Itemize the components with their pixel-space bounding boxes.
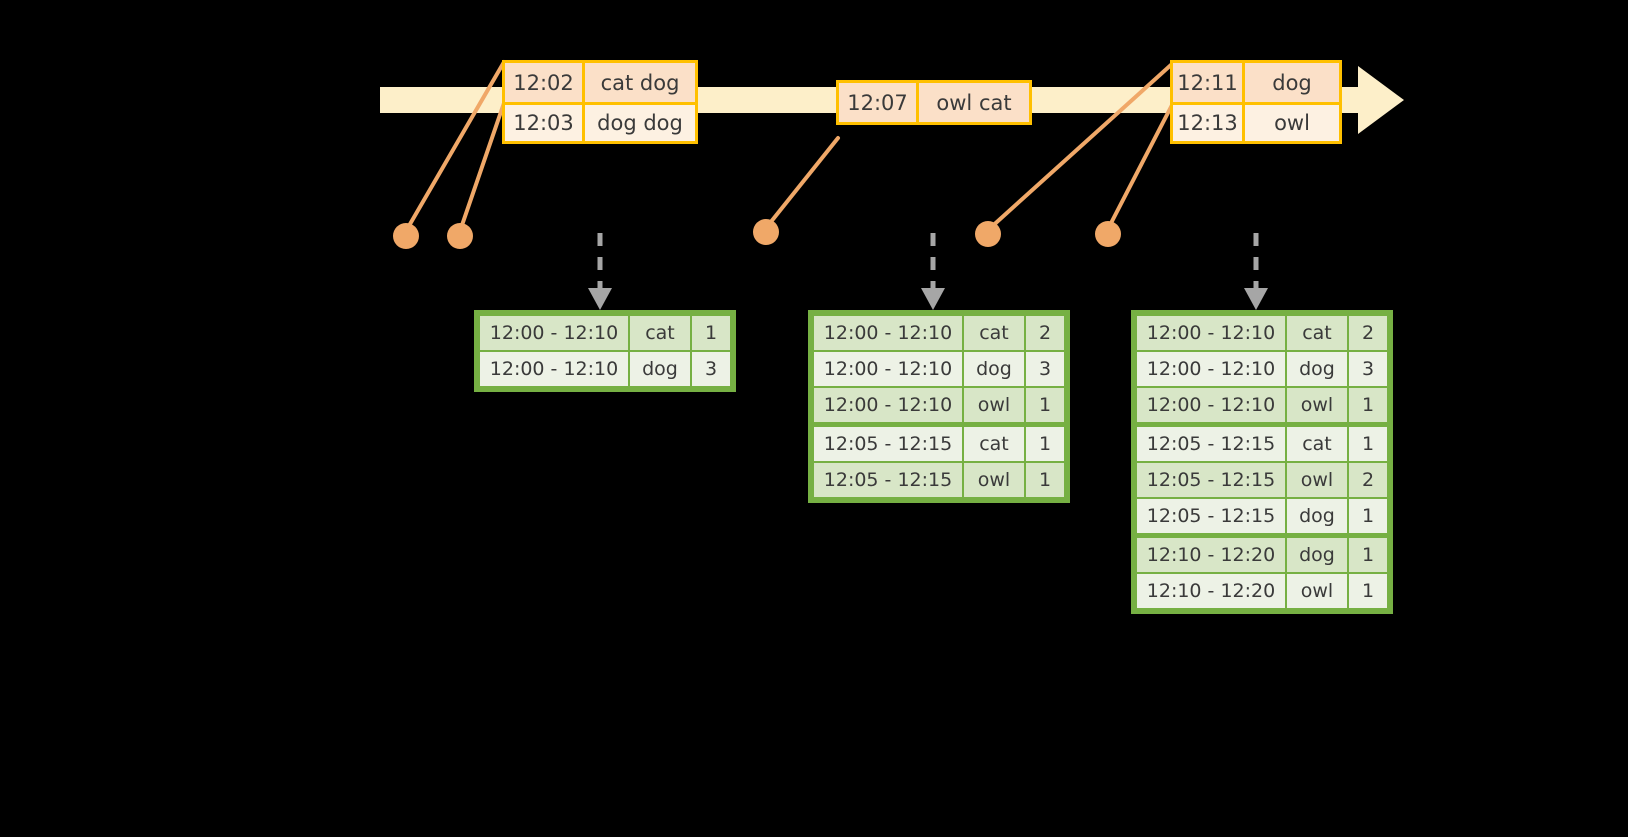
event-row[interactable]: 12:03 dog dog [505,102,695,141]
cell-window: 12:00 - 12:10 [480,352,628,386]
connector-1203 [458,101,506,233]
cell-window: 12:00 - 12:10 [814,316,962,350]
cell-word: owl [1287,574,1347,608]
cell-window: 12:05 - 12:15 [814,463,962,497]
cell-word: dog [630,352,690,386]
connector-1202 [404,60,506,233]
cell-window: 12:00 - 12:10 [1137,388,1285,422]
cell-count: 1 [1026,463,1064,497]
cell-window: 12:05 - 12:15 [1137,463,1285,497]
event-group-1[interactable]: 12:02 cat dog 12:03 dog dog [502,60,698,144]
cell-word: cat [964,427,1024,461]
cell-count: 3 [692,352,730,386]
cell-word: cat [964,316,1024,350]
cell-word: dog [1287,538,1347,572]
cell-count: 3 [1026,352,1064,386]
cell-word: owl [964,463,1024,497]
cell-word: cat [1287,427,1347,461]
event-row[interactable]: 12:07 owl cat [839,83,1029,122]
event-group-3[interactable]: 12:11 dog 12:13 owl [1170,60,1342,144]
event-time: 12:03 [505,105,585,141]
cell-count: 2 [1026,316,1064,350]
marker-1211-dot [975,221,1001,247]
event-row[interactable]: 12:13 owl [1173,102,1339,141]
event-time: 12:11 [1173,63,1245,102]
cell-count: 1 [692,316,730,350]
cell-window: 12:05 - 12:15 [814,427,962,461]
connector-1207 [764,136,840,230]
marker-1203-dot [447,223,473,249]
cell-word: owl [1287,463,1347,497]
emit-arrow-3 [1244,233,1268,310]
cell-count: 1 [1349,574,1387,608]
connector-1213 [1106,103,1174,231]
cell-word: dog [1287,499,1347,533]
cell-window: 12:00 - 12:10 [480,316,628,350]
cell-count: 1 [1349,388,1387,422]
cell-word: owl [964,388,1024,422]
event-words: owl cat [919,83,1029,122]
marker-1202-dot [393,223,419,249]
cell-count: 2 [1349,463,1387,497]
event-time: 12:13 [1173,105,1245,141]
cell-count: 3 [1349,352,1387,386]
cell-window: 12:05 - 12:15 [1137,499,1285,533]
cell-word: dog [1287,352,1347,386]
event-group-2[interactable]: 12:07 owl cat [836,80,1032,125]
event-row[interactable]: 12:11 dog [1173,63,1339,102]
cell-word: cat [630,316,690,350]
event-words: dog dog [585,105,695,141]
cell-word: dog [964,352,1024,386]
cell-count: 1 [1026,427,1064,461]
cell-window: 12:00 - 12:10 [814,352,962,386]
marker-1213-dot [1095,221,1121,247]
cell-window: 12:00 - 12:10 [1137,316,1285,350]
event-markers [393,219,1121,249]
event-time: 12:02 [505,63,585,102]
emit-arrow-1 [588,233,612,310]
cell-window: 12:10 - 12:20 [1137,574,1285,608]
cell-window: 12:10 - 12:20 [1137,538,1285,572]
cell-window: 12:00 - 12:10 [814,388,962,422]
event-time: 12:07 [839,83,919,122]
event-words: owl [1245,105,1339,141]
cell-window: 12:05 - 12:15 [1137,427,1285,461]
event-row[interactable]: 12:02 cat dog [505,63,695,102]
marker-1207-dot [753,219,779,245]
cell-window: 12:00 - 12:10 [1137,352,1285,386]
emit-arrow-2 [921,233,945,310]
cell-count: 1 [1026,388,1064,422]
cell-count: 1 [1349,538,1387,572]
cell-word: owl [1287,388,1347,422]
event-words: cat dog [585,63,695,102]
cell-count: 2 [1349,316,1387,350]
emit-arrows [588,233,1268,310]
cell-count: 1 [1349,499,1387,533]
event-words: dog [1245,63,1339,102]
cell-word: cat [1287,316,1347,350]
cell-count: 1 [1349,427,1387,461]
